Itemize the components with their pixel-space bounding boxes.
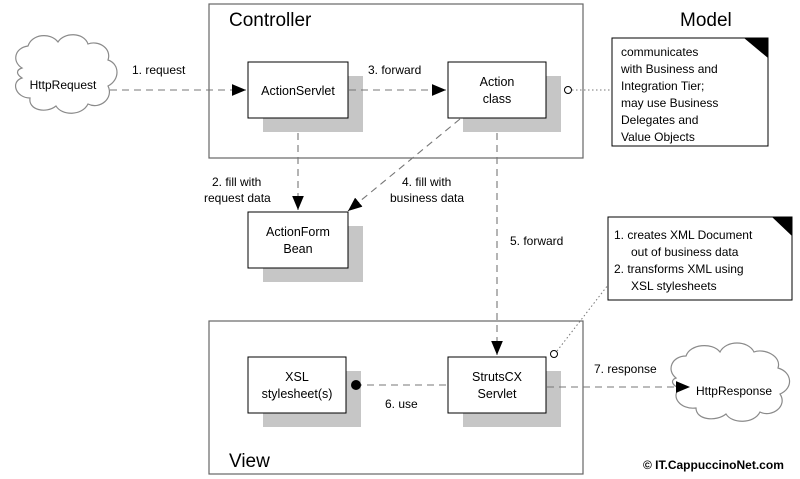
action-servlet-label: ActionServlet: [261, 84, 335, 98]
action-class-node: Action class: [447, 61, 561, 132]
xsl-stylesheet-label-2: stylesheet(s): [262, 387, 333, 401]
copyright-label: © IT.CappuccinoNet.com: [643, 458, 784, 472]
edge-use-dot: [351, 380, 361, 390]
view-note-line-3: 2. transforms XML using: [614, 262, 744, 276]
edge-forward-action-label: 3. forward: [368, 63, 421, 77]
edge-fill-business-label-2: business data: [390, 191, 464, 205]
edge-use-label: 6. use: [385, 397, 418, 411]
model-note-line-5: Delegates and: [621, 113, 698, 127]
edge-fill-business-label-1: 4. fill with: [402, 175, 451, 189]
strutscx-servlet-node: StrutsCX Servlet: [447, 356, 561, 427]
view-note-anchor: [550, 350, 558, 358]
action-form-bean-node: ActionForm Bean: [247, 211, 363, 282]
view-note-line-2: out of business data: [631, 245, 739, 259]
action-servlet-node: ActionServlet: [247, 61, 363, 132]
model-note-line-3: Integration Tier;: [621, 79, 704, 93]
model-note-line-4: may use Business: [621, 96, 718, 110]
model-note-line-1: communicates: [621, 45, 698, 59]
model-note-line-6: Value Objects: [621, 130, 695, 144]
action-class-label-2: class: [483, 92, 511, 106]
edge-fill-request-label-2: request data: [204, 191, 271, 205]
view-label: View: [229, 451, 270, 472]
controller-label: Controller: [229, 10, 312, 31]
xsl-stylesheet-node: XSL stylesheet(s): [247, 356, 361, 427]
http-request-cloud: HttpRequest: [14, 34, 118, 114]
action-class-label-1: Action: [480, 75, 515, 89]
http-response-label: HttpResponse: [696, 384, 772, 398]
xsl-stylesheet-label-1: XSL: [285, 370, 309, 384]
edge-response-label: 7. response: [594, 362, 657, 376]
model-note-anchor: [564, 86, 572, 94]
edge-forward-view-label: 5. forward: [510, 234, 563, 248]
model-note: communicates with Business and Integrati…: [611, 37, 769, 147]
action-form-bean-label-1: ActionForm: [266, 225, 330, 239]
view-note-line-1: 1. creates XML Document: [614, 228, 753, 242]
http-request-label: HttpRequest: [30, 78, 97, 92]
edge-request-label: 1. request: [132, 63, 186, 77]
http-response-cloud: HttpResponse: [670, 342, 791, 422]
action-form-bean-label-2: Bean: [283, 242, 312, 256]
view-note-line-4: XSL stylesheets: [631, 279, 717, 293]
model-note-line-2: with Business and: [620, 62, 718, 76]
edge-fill-request-label-1: 2. fill with: [212, 175, 261, 189]
strutscx-servlet-label-2: Servlet: [478, 387, 517, 401]
strutscx-servlet-label-1: StrutsCX: [472, 370, 523, 384]
model-label: Model: [680, 10, 732, 31]
edge-fill-business: [347, 118, 461, 212]
view-note: 1. creates XML Document out of business …: [607, 216, 793, 301]
